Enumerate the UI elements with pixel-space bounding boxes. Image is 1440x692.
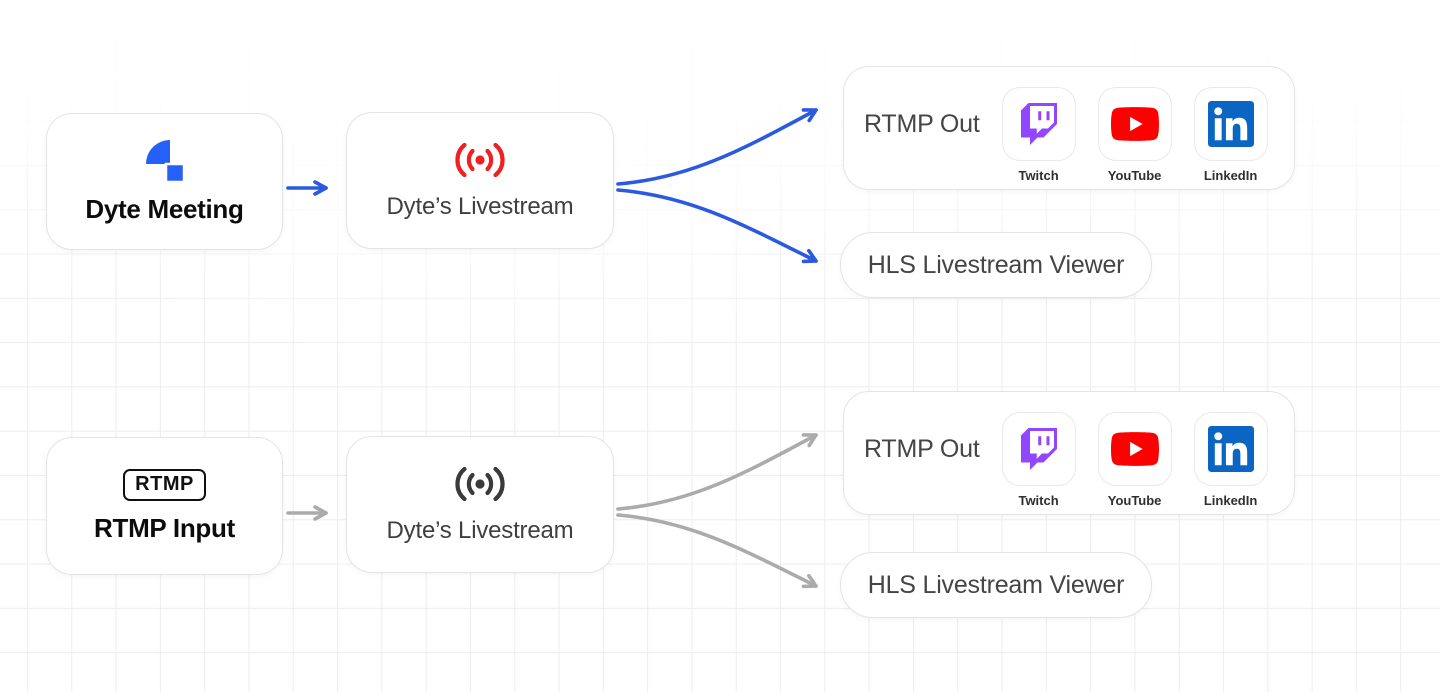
destination-linkedin: LinkedIn (1193, 87, 1268, 183)
live-icon (455, 466, 505, 502)
destination-youtube: YouTube (1097, 412, 1172, 508)
node-label: RTMP Input (94, 512, 235, 543)
node-dyte-livestream-bottom: Dyte’s Livestream (346, 436, 614, 573)
node-dyte-livestream-top: Dyte’s Livestream (346, 112, 614, 249)
node-rtmp-input: RTMP RTMP Input (46, 437, 283, 575)
twitch-icon (1020, 428, 1057, 470)
node-label: Dyte’s Livestream (386, 193, 574, 220)
youtube-icon (1110, 432, 1159, 466)
twitch-card (1001, 412, 1076, 486)
live-icon (455, 142, 505, 178)
destination-label: LinkedIn (1203, 168, 1258, 183)
node-hls-viewer-bottom: HLS Livestream Viewer (840, 552, 1152, 618)
node-label: Dyte’s Livestream (386, 517, 574, 544)
node-label: Dyte Meeting (85, 194, 244, 224)
linkedin-card (1193, 412, 1268, 486)
destination-twitch: Twitch (1001, 412, 1076, 508)
twitch-card (1001, 87, 1076, 161)
youtube-card (1097, 412, 1172, 486)
linkedin-icon (1207, 101, 1254, 147)
rtmp-out-label: RTMP Out (864, 110, 980, 138)
destination-twitch: Twitch (1001, 87, 1076, 183)
destination-label: LinkedIn (1203, 493, 1258, 508)
node-rtmp-out-bottom: RTMP Out Twitch YouTube Link (843, 391, 1295, 515)
destination-youtube: YouTube (1097, 87, 1172, 183)
rtmp-out-label: RTMP Out (864, 435, 980, 463)
destination-linkedin: LinkedIn (1193, 412, 1268, 508)
node-dyte-meeting: Dyte Meeting (46, 113, 283, 250)
youtube-icon (1110, 107, 1159, 141)
rtmp-badge: RTMP (123, 468, 206, 501)
node-hls-viewer-top: HLS Livestream Viewer (840, 232, 1152, 298)
destination-label: YouTube (1107, 168, 1162, 183)
twitch-icon (1020, 103, 1057, 145)
node-label: HLS Livestream Viewer (867, 250, 1125, 279)
linkedin-icon (1207, 426, 1254, 472)
youtube-card (1097, 87, 1172, 161)
destination-label: YouTube (1107, 493, 1162, 508)
dyte-logo-icon (145, 140, 185, 184)
destination-label: Twitch (1018, 168, 1059, 183)
node-rtmp-out-top: RTMP Out Twitch YouTube Link (843, 66, 1295, 190)
node-label: HLS Livestream Viewer (867, 570, 1125, 599)
linkedin-card (1193, 87, 1268, 161)
destination-label: Twitch (1018, 493, 1059, 508)
